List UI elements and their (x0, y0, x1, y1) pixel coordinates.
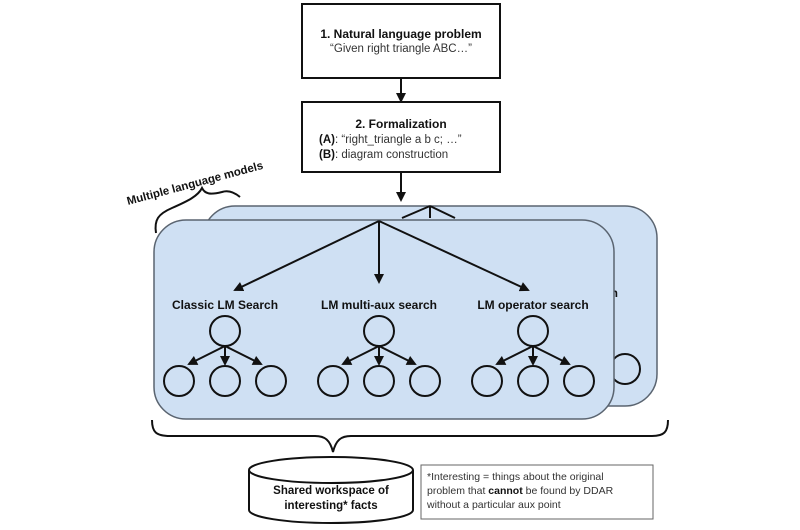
formalization-box: 2. Formalization (A): “right_triangle a … (301, 101, 501, 173)
tree-child-node (209, 365, 241, 397)
workspace-line-1: Shared workspace of (273, 485, 389, 497)
search-method-label: LM multi-aux search (321, 298, 437, 312)
tree-child-node (471, 365, 503, 397)
note-emphasis: cannot (488, 485, 523, 497)
search-method-label: LM operator search (477, 298, 588, 312)
natural-language-problem-box: 1. Natural language problem “Given right… (301, 3, 501, 79)
note-line-2-post: be found by DDAR (523, 485, 614, 497)
search-method-label: Classic LM Search (172, 298, 278, 312)
search-trees: Classic LM Search LM multi-aux search LM o… (163, 220, 595, 397)
tree-edge-arrow (224, 345, 263, 365)
line-b-label: (B) (319, 149, 335, 161)
language-model-panel-front (153, 219, 615, 420)
line-b-text: : diagram construction (335, 149, 448, 161)
tree-child-node (363, 365, 395, 397)
note-line-1: *Interesting = things about the original (427, 471, 604, 483)
tree-edge-arrow (378, 345, 417, 365)
formalization-line-b: (B): diagram construction (319, 149, 448, 161)
tree-child-node (517, 365, 549, 397)
shared-workspace-cylinder: Shared workspace of interesting* facts (248, 456, 414, 524)
note-line-2: problem that cannot be found by DDAR (427, 485, 614, 497)
tree-child-node (163, 365, 195, 397)
tree-child-node (317, 365, 349, 397)
line-a-text: : “right_triangle a b c; …” (335, 134, 462, 146)
tree-edge-arrow (532, 345, 571, 365)
tree-child-node (409, 365, 441, 397)
multiple-language-models-label: Multiple language models (126, 160, 265, 208)
note-line-3: without a particular aux point (426, 499, 561, 511)
arrow-to-search-method (378, 220, 530, 292)
workspace-line-2: interesting* facts (284, 500, 377, 512)
step2-title: 2. Formalization (355, 117, 446, 131)
formalization-line-a: (A): “right_triangle a b c; …” (319, 134, 462, 146)
models-brace (154, 185, 241, 234)
tree-edge-arrow (341, 345, 380, 365)
line-a-label: (A) (319, 134, 335, 146)
aggregation-brace (151, 419, 669, 453)
tree-edge-arrow (187, 345, 226, 365)
step1-title: 1. Natural language problem (320, 27, 481, 41)
arrow-to-search-method (233, 220, 380, 292)
note-line-2-pre: problem that (427, 485, 488, 497)
step1-subtitle: “Given right triangle ABC…” (330, 43, 472, 55)
interesting-definition-note: *Interesting = things about the original… (420, 464, 654, 520)
tree-child-node (255, 365, 287, 397)
tree-edge-arrow (495, 345, 534, 365)
tree-child-node (563, 365, 595, 397)
